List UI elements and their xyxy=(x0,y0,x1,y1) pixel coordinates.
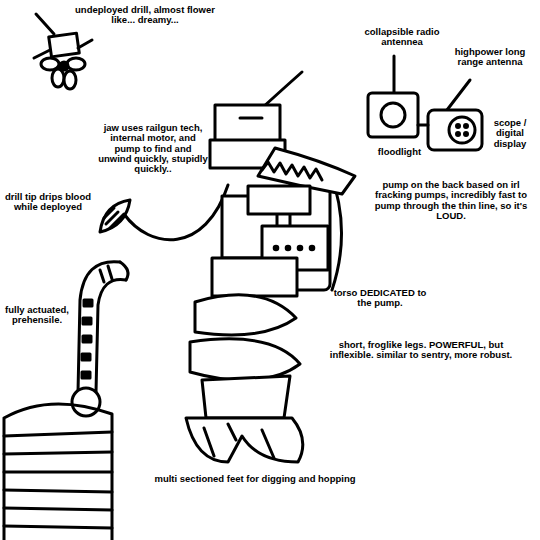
drill-cable xyxy=(100,185,228,240)
annotation-label: floodlight xyxy=(372,147,427,157)
flower-drill xyxy=(34,14,92,89)
annotation-label: undeployed drill, almost flower like... … xyxy=(70,5,220,26)
annotation-label: torso DEDICATED to the pump. xyxy=(330,288,430,309)
annotation-label: pump on the back based on irl fracking p… xyxy=(366,180,536,221)
annotation-label: short, froglike legs. POWERFUL, but infl… xyxy=(326,340,516,361)
annotation-label: multi sectioned feet for digging and hop… xyxy=(135,474,375,484)
radio-devices xyxy=(368,56,482,150)
annotation-label: collapsible radio antennea xyxy=(352,27,452,48)
annotation-label: highpower long range antenna xyxy=(444,47,536,68)
prehensile-tail xyxy=(4,262,128,540)
annotation-label: drill tip drips blood while deployed xyxy=(2,192,94,213)
annotation-label: scope / digital display xyxy=(484,118,536,149)
annotation-label: jaw uses railgun tech, internal motor, a… xyxy=(98,123,208,174)
annotation-label: fully actuated, prehensile. xyxy=(2,305,72,326)
robot-body xyxy=(186,72,355,462)
